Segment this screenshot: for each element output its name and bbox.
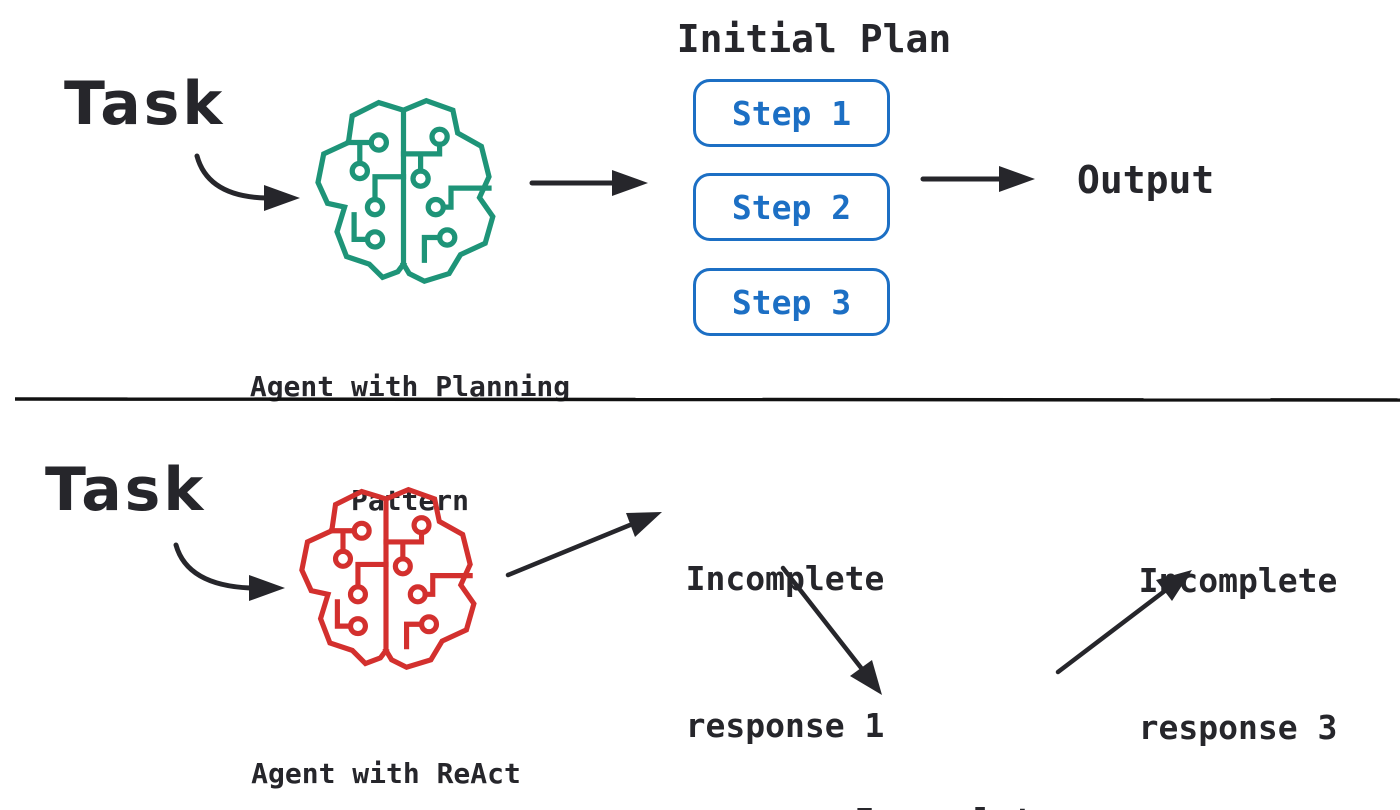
incomplete-response-2-line1: Incomplete	[804, 796, 1104, 810]
output-label: Output	[1077, 158, 1215, 202]
step-2-label: Step 2	[731, 187, 852, 227]
initial-plan-title: Initial Plan	[676, 17, 952, 61]
top-task-to-agent-arrow-icon	[194, 153, 300, 211]
react-agent-brain-icon	[291, 484, 481, 671]
react-agent-caption-line1: Agent with ReAct	[251, 757, 521, 790]
step-2-box: Step 2	[693, 173, 890, 241]
top-task-label: Task	[64, 69, 226, 139]
section-divider-line	[14, 397, 1400, 402]
step-3-box: Step 3	[693, 268, 890, 336]
planning-agent-caption-line1: Agent with Planning	[249, 370, 571, 403]
incomplete-response-1-line2: response 1	[685, 706, 885, 745]
react-agent-caption: Agent with ReAct Pattern	[211, 679, 561, 810]
incomplete-response-3: Incomplete response 3	[1088, 458, 1388, 810]
step-1-label: Step 1	[731, 93, 852, 133]
step-3-label: Step 3	[731, 282, 852, 322]
bottom-task-label: Task	[45, 455, 207, 525]
incomplete-response-3-line2: response 3	[1138, 708, 1338, 747]
step-1-box: Step 1	[693, 79, 890, 147]
incomplete-response-3-line1: Incomplete	[1138, 561, 1338, 600]
planning-agent-brain-icon	[307, 95, 500, 285]
incomplete-response-1-line1: Incomplete	[685, 559, 885, 598]
agent-to-plan-arrow-icon	[529, 170, 648, 196]
plan-to-output-arrow-icon	[920, 166, 1035, 192]
incomplete-response-2: Incomplete response 2	[804, 698, 1104, 810]
